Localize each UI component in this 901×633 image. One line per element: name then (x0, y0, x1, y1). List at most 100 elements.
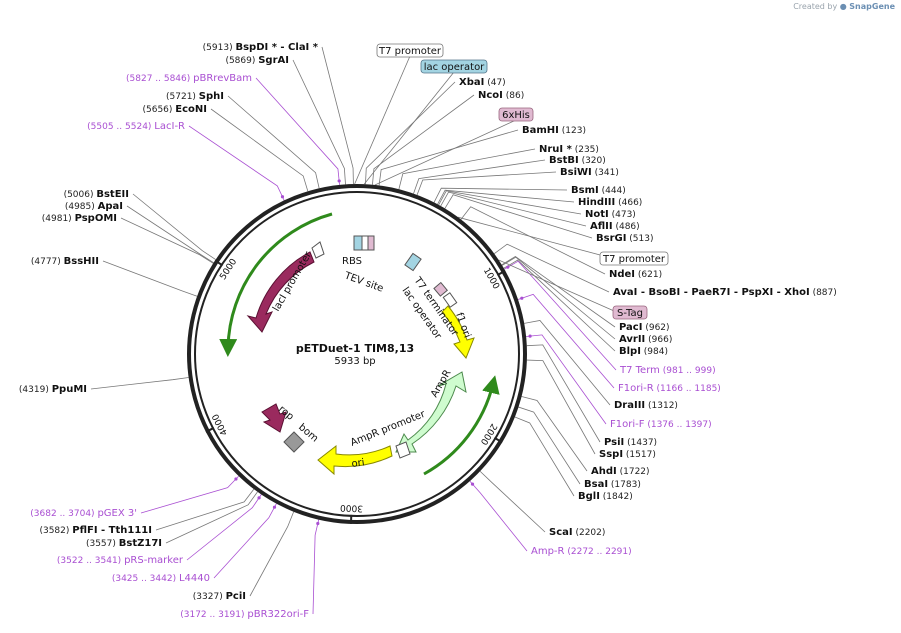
leader-line (126, 205, 214, 264)
site-label-avrii[interactable]: AvrII (966) (619, 334, 672, 345)
site-label-pspomi[interactable]: (4981) PspOMI (42, 213, 117, 224)
rbs-box (353, 235, 363, 251)
rbs-label: RBS (342, 256, 362, 267)
feature-box-t7prom1[interactable] (376, 43, 444, 58)
site-label-paci[interactable]: PacI (962) (619, 322, 670, 333)
leader-line (526, 334, 607, 425)
leader-line (493, 243, 610, 293)
feature-box-lacop1[interactable] (420, 59, 488, 74)
leader-line (354, 55, 411, 185)
ampr-promoter-label: AmpR promoter (349, 408, 428, 448)
leader-line (503, 259, 616, 352)
lac-operator-box (433, 281, 448, 297)
leader-line (438, 190, 582, 215)
leader-line (102, 260, 198, 297)
site-label-ndei[interactable]: NdeI (621) (609, 269, 662, 280)
feature-box-label-stag: S-Tag (617, 308, 643, 319)
site-label-nrui[interactable]: NruI * (235) (539, 144, 599, 155)
plasmid-name: pETDuet-1 TIM8,13 (296, 342, 414, 355)
feature-box-stag[interactable] (612, 305, 648, 320)
site-label-bspdi[interactable]: (5913) BspDI * - ClaI * (203, 42, 319, 53)
primer-mark (337, 179, 341, 183)
site-label-bstz17i[interactable]: (3557) BstZ17I (86, 538, 162, 549)
primer-mark (316, 521, 320, 526)
tev-label: TEV site (342, 270, 385, 295)
site-label-sspi[interactable]: SspI (1517) (599, 449, 656, 460)
credit-prefix: Created by (793, 2, 838, 11)
primer-mark (506, 265, 510, 269)
bom-box (283, 431, 305, 453)
primer-label-l4440[interactable]: (3425 .. 3442) L4440 (112, 573, 210, 584)
leader-line (155, 488, 255, 531)
leader-line (444, 194, 593, 239)
ampr-arrow (395, 371, 467, 453)
site-label-avai[interactable]: AvaI - BsoBI - PaeR7I - PspXI - XhoI (88… (613, 287, 837, 298)
ampr-promoter-arrow (395, 441, 411, 459)
site-label-psii[interactable]: PsiI (1437) (604, 437, 657, 448)
feature-box-label-his6: 6xHis (502, 110, 530, 121)
site-label-xbai[interactable]: XbaI (47) (459, 77, 506, 88)
tick-label: 1000 (481, 266, 501, 291)
primer-label-pbr322ori_f[interactable]: (3172 .. 3191) pBR322ori-F (180, 609, 309, 620)
site-label-ahdi[interactable]: AhdI (1722) (591, 466, 650, 477)
primer-label-t7term[interactable]: T7 Term (981 .. 999) (619, 365, 716, 376)
site-labels: (5913) BspDI * - ClaI * (5869) SgrAI (5721… (19, 42, 837, 602)
site-label-bsteii[interactable]: (5006) BstEII (64, 189, 129, 200)
leader-line (501, 255, 616, 328)
leader-line (321, 46, 354, 185)
leader-line (249, 511, 295, 597)
site-label-noti[interactable]: NotI (473) (585, 209, 636, 220)
site-label-bsiwi[interactable]: BsiWI (341) (560, 167, 619, 178)
site-label-bsshii[interactable]: (4777) BssHII (31, 256, 99, 267)
ori-label: ori (351, 457, 365, 470)
site-label-bsmi[interactable]: BsmI (444) (571, 185, 626, 196)
primer-label-f1ori_f[interactable]: F1ori-F (1376 .. 1397) (610, 419, 712, 430)
primer-mark (272, 505, 277, 509)
leader-line (521, 396, 588, 472)
leader-line (213, 503, 277, 579)
site-label-ncoi[interactable]: NcoI (86) (478, 90, 524, 101)
site-label-aflii[interactable]: AflII (486) (590, 221, 640, 232)
tick-mark (214, 259, 224, 267)
primer-labels: (5827 .. 5846) pBRrevBam (5505 .. 5524) L… (30, 73, 721, 620)
f1-ori-arrow (441, 305, 475, 359)
site-label-hindiii[interactable]: HindIII (466) (578, 197, 642, 208)
leader-line (479, 470, 546, 533)
primer-mark (280, 195, 285, 199)
site-label-sgrai[interactable]: (5869) SgrAI (225, 55, 289, 66)
site-label-pcii[interactable]: (3327) PciI (193, 591, 246, 602)
primer-label-amp_r[interactable]: Amp-R (2272 .. 2291) (531, 546, 632, 557)
site-label-ppumi[interactable]: (4319) PpuMI (19, 384, 87, 395)
leader-line (363, 71, 455, 185)
primer-mark (528, 334, 532, 338)
rop-arrow (261, 403, 287, 433)
site-label-bsai[interactable]: BsaI (1783) (584, 479, 641, 490)
site-label-sphi[interactable]: (5721) SphI (166, 91, 224, 102)
site-label-apai[interactable]: (4985) ApaI (65, 201, 123, 212)
primer-mark (257, 496, 261, 500)
site-label-blpi[interactable]: BlpI (984) (619, 346, 668, 357)
primer-label-f1ori_r[interactable]: F1ori-R (1166 .. 1185) (618, 383, 721, 394)
credit: Created by ● SnapGene (793, 2, 895, 11)
his-box (367, 235, 375, 251)
site-label-scai[interactable]: ScaI (2202) (549, 527, 605, 538)
feature-box-his6[interactable] (498, 107, 534, 122)
leader-line (90, 377, 189, 390)
primer-label-laci_r[interactable]: (5505 .. 5524) LacI-R (87, 121, 185, 132)
site-label-bstbi[interactable]: BstBI (320) (549, 155, 606, 166)
primer-label-prsmarker[interactable]: (3522 .. 3541) pRS-marker (57, 555, 184, 566)
site-label-pflfi[interactable]: (3582) PflFI - Tth111I (39, 525, 152, 536)
leader-line (210, 108, 309, 192)
leader-line (374, 119, 517, 186)
site-label-bamhi[interactable]: BamHI (123) (522, 125, 586, 136)
site-label-bgli[interactable]: BglI (1842) (578, 491, 633, 502)
feature-box-t7prom2[interactable] (599, 251, 669, 266)
tick-mark (205, 426, 215, 433)
site-label-bsrgi[interactable]: BsrGI (513) (596, 233, 654, 244)
primer-label-pgex3[interactable]: (3682 .. 3704) pGEX 3' (30, 508, 137, 519)
primer-label-pbrrevbam[interactable]: (5827 .. 5846) pBRrevBam (126, 73, 252, 84)
snapgene-logo-icon: ● (839, 2, 847, 11)
site-label-econi[interactable]: (5656) EcoNI (142, 104, 207, 115)
site-label-draiii[interactable]: DraIII (1312) (614, 400, 678, 411)
